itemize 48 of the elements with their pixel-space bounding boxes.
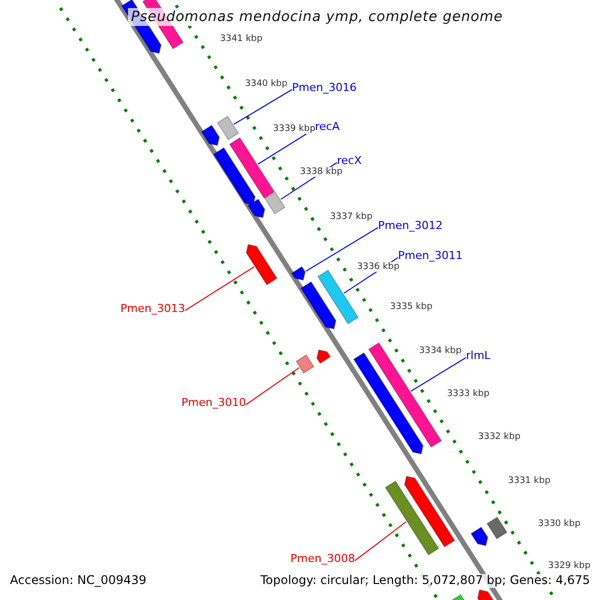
gene-block: [470, 526, 488, 546]
gene-block: [486, 516, 508, 540]
leader-line: [184, 266, 255, 312]
leader-line: [410, 357, 466, 392]
gene-label: Pmen_3012: [378, 220, 443, 233]
gene-block: [247, 198, 266, 218]
scale-label: 3339 kbp: [273, 124, 316, 134]
scale-label: 3332 kbp: [478, 432, 520, 442]
gene-label: Pmen_3008: [290, 553, 355, 566]
gene-block: [229, 137, 275, 199]
scale-label: 3338 kbp: [300, 167, 342, 178]
gene-block: [213, 147, 256, 206]
leader-line: [354, 521, 407, 562]
gene-block: [200, 124, 220, 146]
scale-label: 3337 kbp: [330, 212, 372, 222]
gene-block: [404, 476, 456, 548]
scale-label: 3341 kbp: [220, 34, 262, 44]
leader-line: [233, 89, 292, 125]
scale-label: 3334 kbp: [419, 346, 462, 356]
scale-label: 3336 kbp: [357, 262, 400, 272]
gene-block: [300, 281, 336, 330]
gene-block: [216, 116, 240, 140]
scale-label: 3329 kbp: [548, 561, 590, 572]
gene-block: [384, 480, 440, 556]
accession-text: Accession: NC_009439: [10, 574, 146, 588]
leader-line: [246, 367, 300, 406]
gene-label: Pmen_3013: [120, 303, 185, 316]
gene-block: [353, 352, 424, 454]
leader-line: [305, 227, 378, 272]
gene-block: [296, 354, 314, 374]
scale-label: 3330 kbp: [538, 519, 580, 530]
scale-label: 3333 kbp: [447, 389, 490, 400]
gene-label: recX: [337, 155, 362, 168]
gene-block: [368, 342, 442, 448]
summary-text: Topology: circular; Length: 5,072,807 bp; Genes: 4,675: [260, 574, 590, 588]
gene-label: Pmen_3011: [398, 250, 463, 263]
gene-block: [316, 349, 331, 364]
gene-label: Pmen_3016: [292, 82, 357, 95]
scale-label: 3331 kbp: [508, 476, 550, 486]
gene-label: rlmL: [466, 350, 490, 363]
gene-label: recA: [315, 121, 340, 134]
gene-block: [264, 192, 286, 214]
gene-block: [291, 266, 306, 281]
gene-block: [246, 244, 278, 286]
gene-block: [317, 270, 359, 324]
scale-label: 3335 kbp: [390, 302, 432, 312]
scale-label: 3340 kbp: [245, 79, 288, 90]
gene-label: Pmen_3010: [181, 397, 246, 410]
